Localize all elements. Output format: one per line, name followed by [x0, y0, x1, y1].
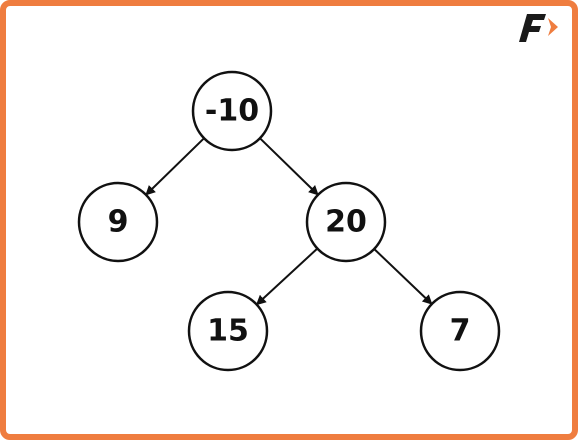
node-circle	[187, 290, 269, 372]
edge-root-to-left	[145, 137, 205, 196]
edge-root-to-right	[259, 137, 319, 196]
node-circle	[305, 181, 387, 263]
tree-node-right-right: 7	[419, 290, 501, 372]
tree-node-root: -10	[191, 70, 273, 152]
node-label: 20	[325, 205, 367, 240]
brand-f-logo-icon	[519, 14, 558, 42]
node-circle	[419, 290, 501, 372]
node-circle	[77, 181, 159, 263]
node-label: 7	[450, 314, 471, 349]
tree-node-right: 20	[305, 181, 387, 263]
tree-node-right-left: 15	[187, 290, 269, 372]
node-circle	[191, 70, 273, 152]
edge-right-to-right-left	[255, 247, 319, 306]
node-label: 9	[108, 205, 129, 240]
node-label: 15	[207, 314, 249, 349]
edge-right-to-right-right	[373, 248, 433, 305]
tree-nodes: -10 9 20 15 7	[77, 70, 501, 372]
tree-edges	[145, 137, 433, 306]
tree-node-left: 9	[77, 181, 159, 263]
node-label: -10	[205, 94, 259, 129]
